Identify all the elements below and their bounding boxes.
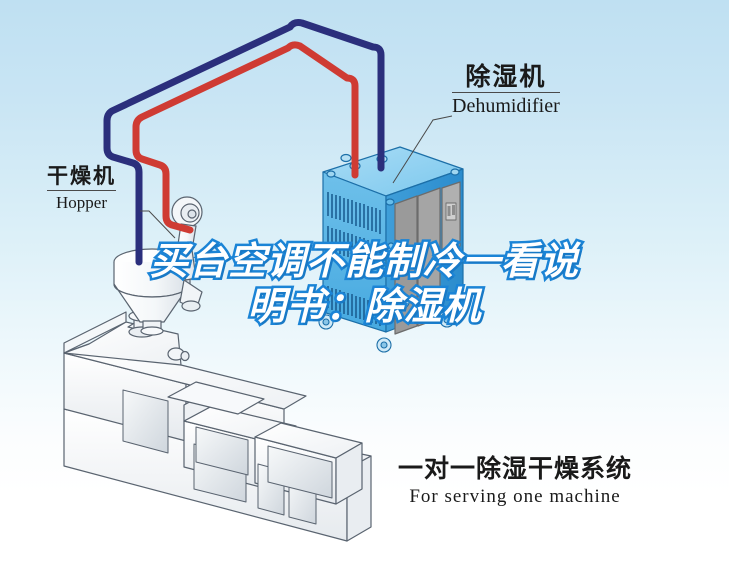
hopper-outlet-flange bbox=[140, 326, 164, 336]
blower-center bbox=[187, 209, 197, 219]
blower-duct bbox=[175, 223, 197, 281]
hot-dry-air-hose bbox=[132, 41, 359, 234]
label-dehumidifier-cn: 除湿机 bbox=[465, 62, 547, 91]
dehumidifier-display-digit-2 bbox=[452, 205, 455, 215]
machine-nozzle-tip bbox=[180, 350, 190, 362]
dehumidifier-port-extra bbox=[340, 153, 352, 163]
label-hopper-rule bbox=[47, 190, 116, 191]
machine-window-6 bbox=[195, 426, 249, 476]
machine-mold-top bbox=[167, 381, 265, 415]
label-hopper-cn: 干燥机 bbox=[47, 164, 116, 188]
dehumidifier-bolt-mid bbox=[385, 198, 395, 206]
label-dehumidifier: 除湿机 Dehumidifier bbox=[452, 64, 560, 116]
machine-clamp2-right bbox=[335, 442, 363, 505]
machine-window-1 bbox=[122, 389, 169, 454]
label-hopper: 干燥机 Hopper bbox=[47, 166, 116, 211]
dehumidifier-display-digit-1 bbox=[447, 206, 451, 216]
dehumidifier-bolt-top-left bbox=[326, 170, 336, 178]
return-air-hose bbox=[103, 19, 385, 266]
dehumidifier-vent-row-bottom bbox=[327, 226, 381, 268]
dehumidifier-service-panel-2 bbox=[417, 187, 441, 327]
machine-window-5 bbox=[267, 445, 333, 499]
dehumidifier-unit bbox=[318, 146, 464, 353]
label-dehumidifier-rule bbox=[452, 92, 560, 93]
hopper-cylinder bbox=[113, 262, 191, 298]
dehumidifier-vent-row-lower bbox=[327, 286, 381, 326]
system-caption-cn: 一对一除湿干燥系统 bbox=[398, 454, 633, 483]
hopper-leader-line bbox=[140, 210, 176, 239]
system-caption-en: For serving one machine bbox=[409, 485, 621, 507]
blower-elbow-cap bbox=[181, 300, 201, 312]
dehumidifier-latch bbox=[386, 242, 396, 254]
caster-back bbox=[396, 295, 410, 309]
dehumidifier-display[interactable] bbox=[445, 202, 457, 221]
injection-molding-machine bbox=[63, 310, 372, 542]
system-caption: 一对一除湿干燥系统 For serving one machine bbox=[398, 455, 632, 511]
label-hopper-en: Hopper bbox=[56, 193, 107, 212]
dehumidifier-casters bbox=[318, 295, 455, 353]
dehumidifier-bolt-top-right bbox=[450, 168, 460, 176]
dehumidifier-leader-line bbox=[392, 115, 453, 184]
label-dehumidifier-en: Dehumidifier bbox=[452, 95, 560, 117]
hopper-dryer bbox=[113, 196, 203, 336]
machine-hood-left bbox=[63, 311, 127, 354]
dehumidifier-vent-row-top bbox=[327, 192, 381, 234]
dehumidifier-service-panel bbox=[394, 195, 418, 335]
